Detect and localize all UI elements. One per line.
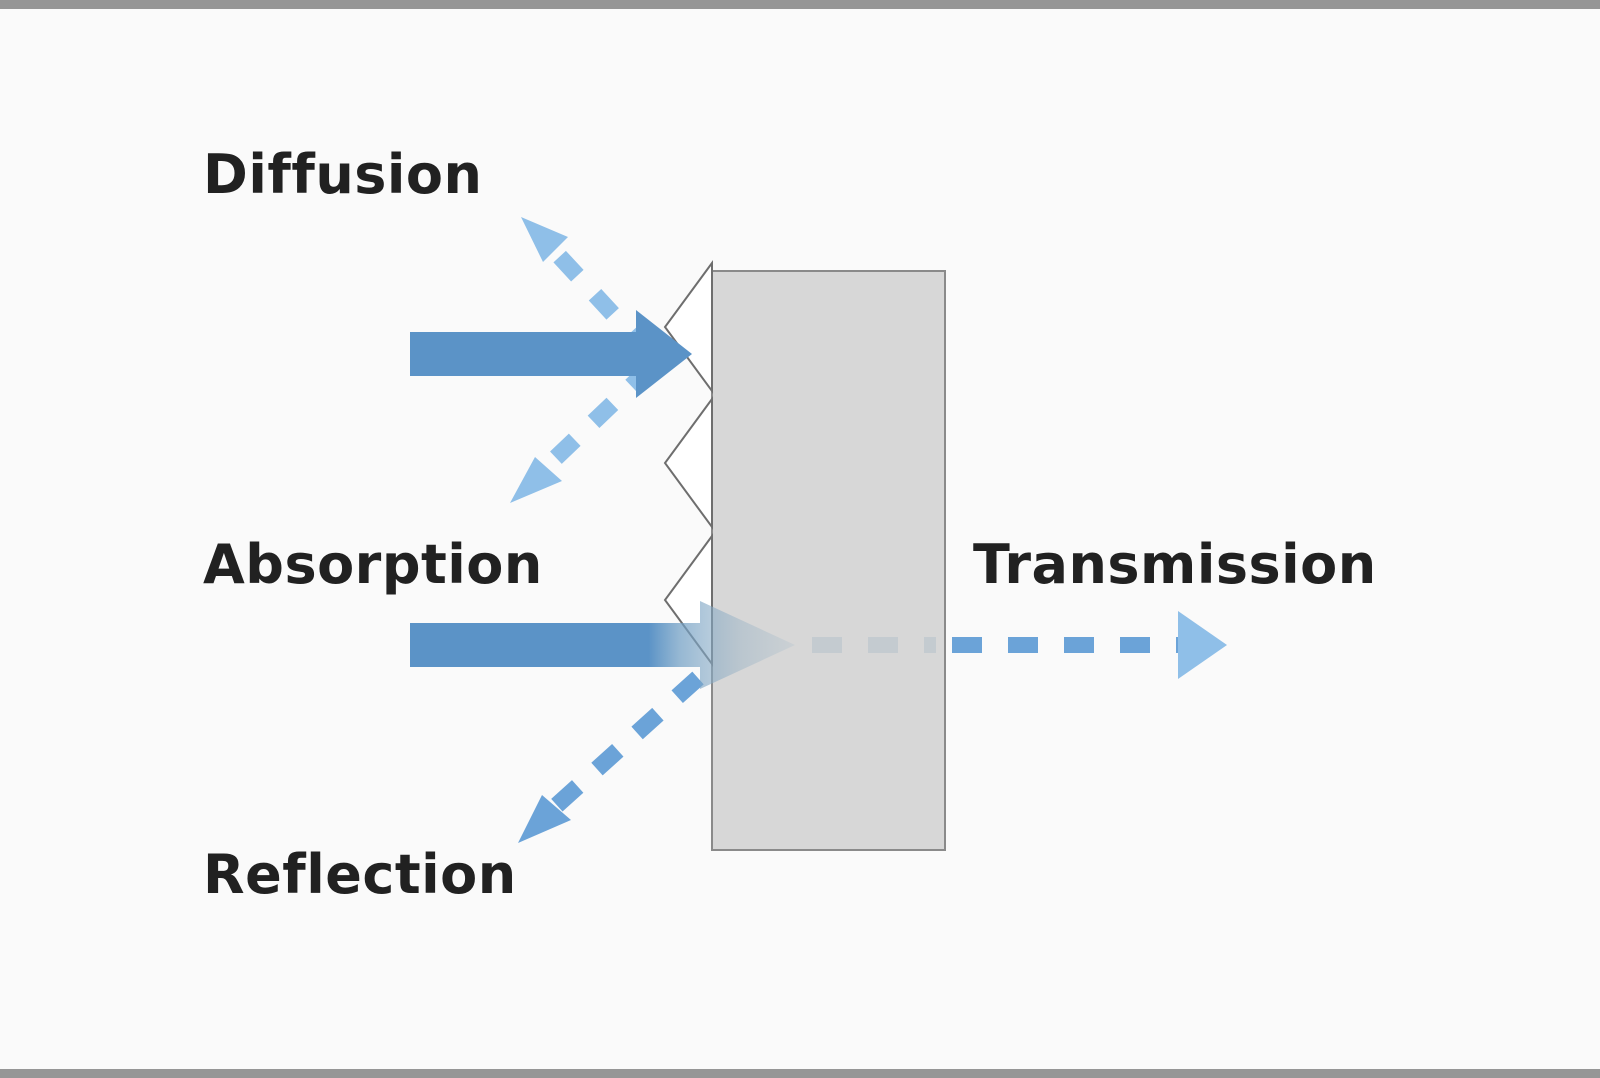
label-absorption: Absorption [203,533,543,596]
reflection-arrow [518,671,704,843]
diffusion-down-head [510,457,562,503]
absorption-arrow-shape [410,601,795,689]
sawtooth-tooth [663,259,713,395]
diffusion-down-shaft [537,361,656,477]
diffusion-down-arrow [510,361,656,503]
frame-band-bottom [0,1069,1600,1078]
transmission-arrow [812,611,1227,679]
diffusion-up-head [521,217,568,262]
frame-band-top [0,0,1600,9]
reflection-head [518,795,571,843]
material-block [711,270,946,851]
absorption-arrow [410,601,795,689]
sawtooth-tooth [663,395,713,531]
reflection-shaft [550,671,704,813]
incident-top-arrow [410,310,692,398]
label-diffusion: Diffusion [203,143,483,206]
diffusion-up-arrow [521,217,655,358]
label-transmission: Transmission [973,533,1377,596]
transmission-head [1178,611,1227,679]
label-reflection: Reflection [203,843,517,906]
material-block-rect [711,270,946,851]
incident-top-arrow-shape [410,310,692,398]
